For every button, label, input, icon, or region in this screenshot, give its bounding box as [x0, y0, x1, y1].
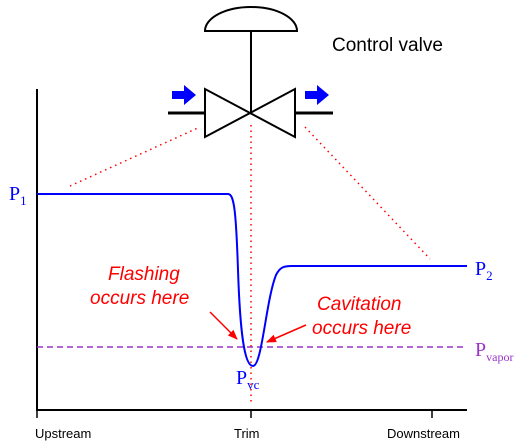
outlet-flow-arrow-icon: [305, 85, 329, 105]
pressure-profile-curve: [37, 193, 467, 368]
cavitation-annotation-line2: occurs here: [312, 318, 411, 339]
pvc-label: Pvc: [236, 367, 260, 392]
flashing-arrow: [209, 311, 238, 340]
inlet-flow-arrow-icon: [172, 85, 196, 105]
cavitation-arrow: [266, 324, 307, 343]
flashing-annotation-line2: occurs here: [90, 288, 189, 309]
guide-line-downstream: [304, 126, 431, 260]
x-label-downstream: Downstream: [387, 426, 460, 441]
valve-actuator: [203, 6, 299, 32]
cavitation-annotation-line1: Cavitation: [317, 294, 402, 315]
x-label-trim: Trim: [234, 426, 260, 441]
diagram-title: Control valve: [332, 35, 443, 56]
pvapor-label: Pvapor: [475, 339, 513, 364]
guide-line-upstream: [69, 126, 201, 187]
flashing-annotation-line1: Flashing: [108, 264, 180, 285]
p2-label: P2: [475, 258, 493, 283]
p1-label: P1: [9, 183, 27, 208]
valve-body: [204, 87, 296, 139]
x-label-upstream: Upstream: [35, 426, 91, 441]
